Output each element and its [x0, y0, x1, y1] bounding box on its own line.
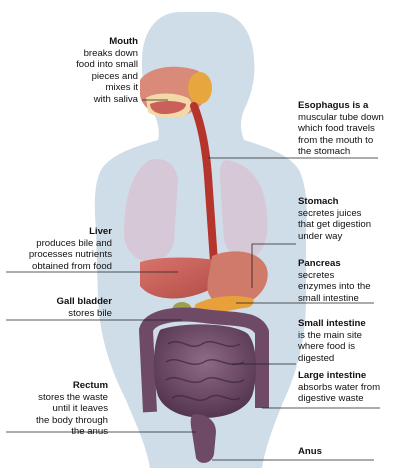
- esophagus-description: muscular tube down which food travels fr…: [298, 111, 384, 158]
- tongue: [150, 101, 186, 114]
- small-intestine-folds: [165, 341, 245, 401]
- small-intestine-organ: [153, 324, 257, 418]
- label-anus: Anus: [298, 446, 400, 458]
- esophagus-tube: [190, 102, 218, 266]
- label-large-intestine: Large intestine absorbs water from diges…: [298, 370, 400, 405]
- leader-lines: [6, 99, 380, 461]
- salivary-gland: [188, 72, 212, 104]
- rectum-description: stores the waste until it leaves the bod…: [35, 391, 108, 438]
- small-intestine-title: Small intestine: [298, 318, 366, 329]
- large-intestine-organ: [139, 307, 269, 413]
- large-intestine-title: Large intestine: [298, 370, 367, 381]
- stomach-organ: [207, 251, 268, 307]
- stomach-description: secretes juices that get digestion under…: [298, 207, 372, 242]
- rectum-organ: [190, 414, 216, 463]
- pancreas-title: Pancreas: [298, 258, 341, 269]
- label-rectum: Rectum stores the waste until it leaves …: [4, 380, 108, 438]
- stomach-title: Stomach: [298, 196, 339, 207]
- label-esophagus: Esophagus is a muscular tube down which …: [298, 100, 400, 158]
- label-mouth: Mouth breaks down food into small pieces…: [28, 36, 138, 106]
- rectum-title: Rectum: [72, 380, 108, 391]
- mouth-title: Mouth: [109, 36, 138, 47]
- large-intestine-description: absorbs water from digestive waste: [298, 381, 381, 405]
- label-gallbladder: Gall bladder stores bile: [4, 296, 112, 319]
- liver-title: Liver: [89, 226, 112, 237]
- label-liver: Liver produces bile and processes nutrie…: [4, 226, 112, 272]
- label-pancreas: Pancreas secretes enzymes into the small…: [298, 258, 400, 304]
- gallbladder-description: stores bile: [68, 307, 112, 319]
- gallbladder-title: Gall bladder: [56, 296, 112, 307]
- esophagus-title: Esophagus is a: [298, 100, 369, 111]
- leader-stomach: [251, 243, 296, 288]
- liver-description: produces bile and processes nutrients ob…: [28, 237, 112, 272]
- mouth-description: breaks down food into small pieces and m…: [76, 47, 138, 105]
- left-lung: [124, 158, 178, 263]
- label-stomach: Stomach secretes juices that get digesti…: [298, 196, 400, 242]
- right-lung: [220, 160, 268, 260]
- small-intestine-description: is the main site where food is digested: [298, 329, 362, 364]
- pancreas-description: secretes enzymes into the small intestin…: [298, 269, 371, 304]
- label-small-intestine: Small intestine is the main site where f…: [298, 318, 400, 364]
- anus-title: Anus: [298, 446, 322, 457]
